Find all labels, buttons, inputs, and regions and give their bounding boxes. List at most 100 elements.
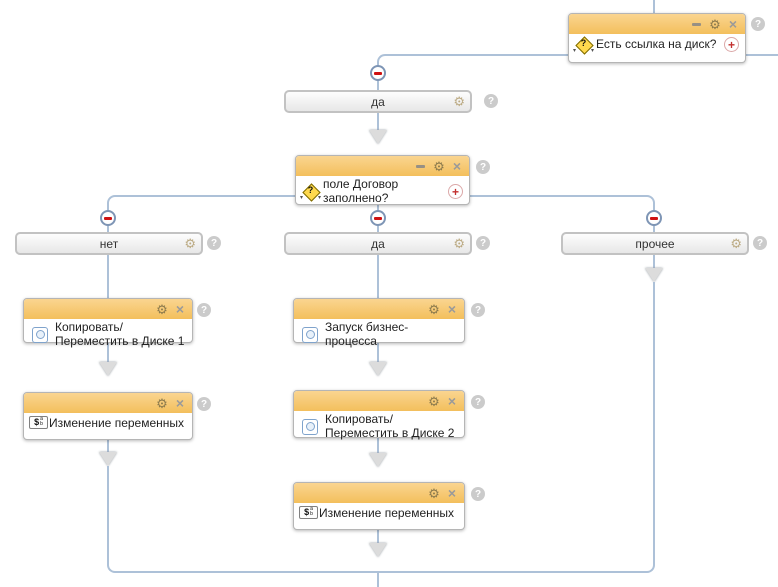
node-title: поле Договор заполнено?: [323, 177, 399, 205]
close-icon[interactable]: ×: [728, 16, 737, 32]
branch-label: да: [371, 236, 385, 251]
activity-node-copy-disk2[interactable]: ⚙ × Копировать/Переместить в Диске 2: [293, 390, 465, 440]
help-icon[interactable]: ?: [476, 236, 490, 250]
collapse-branch-button[interactable]: [100, 210, 116, 226]
branch-yes[interactable]: да ⚙: [284, 232, 472, 255]
branch-no[interactable]: нет ⚙: [15, 232, 203, 255]
minimize-icon[interactable]: [692, 22, 702, 26]
connector-line: [107, 255, 109, 298]
gear-icon[interactable]: ⚙: [428, 393, 440, 409]
node-body: Запуск бизнес-процесса: [294, 319, 464, 351]
condition-node-disk-link[interactable]: ⚙ × ? ▾▾ Есть ссылка на диск? +: [568, 13, 746, 63]
node-body: Копировать/Переместить в Диске 1: [24, 319, 192, 351]
gear-icon[interactable]: ⚙: [156, 301, 168, 317]
collapse-branch-button[interactable]: [646, 210, 662, 226]
add-branch-button[interactable]: +: [724, 37, 739, 52]
add-branch-button[interactable]: +: [448, 184, 463, 200]
branch-other[interactable]: прочее ⚙: [561, 232, 749, 255]
node-header: ⚙ ×: [24, 393, 192, 413]
connector-line: [377, 343, 379, 362]
help-icon[interactable]: ?: [471, 303, 485, 317]
close-icon[interactable]: ×: [447, 301, 456, 317]
close-icon[interactable]: ×: [175, 395, 184, 411]
minimize-icon[interactable]: [416, 164, 426, 168]
node-header: ⚙ ×: [296, 156, 469, 176]
connector-line: [116, 571, 646, 573]
help-icon[interactable]: ?: [207, 236, 221, 250]
gear-icon[interactable]: ⚙: [428, 301, 440, 317]
gear-icon[interactable]: ⚙: [453, 94, 465, 109]
gear-icon[interactable]: ⚙: [428, 485, 440, 501]
connector-line: [377, 573, 379, 587]
node-header: ⚙ ×: [294, 391, 464, 411]
node-header: ⚙ ×: [569, 14, 745, 34]
minus-icon: [650, 216, 658, 220]
gear-icon[interactable]: ⚙: [156, 395, 168, 411]
node-title: Изменение переменных: [319, 506, 455, 520]
help-icon[interactable]: ?: [471, 487, 485, 501]
node-title: Есть ссылка на диск?: [596, 36, 717, 51]
help-icon[interactable]: ?: [476, 160, 490, 174]
flow-arrow: [645, 268, 663, 282]
help-icon[interactable]: ?: [751, 17, 765, 31]
flow-arrow: [369, 543, 387, 557]
connector-line: [107, 440, 109, 452]
connector-line: [107, 343, 109, 362]
flow-arrow: [99, 452, 117, 466]
gear-icon[interactable]: ⚙: [453, 236, 465, 251]
activity-node-start-bp[interactable]: ⚙ × Запуск бизнес-процесса: [293, 298, 465, 348]
connector-line: [377, 438, 379, 453]
close-icon[interactable]: ×: [447, 485, 456, 501]
condition-node-contract[interactable]: ⚙ × ? ▾▾ поле Договор заполнено? +: [295, 155, 470, 205]
activity-node-copy-disk1[interactable]: ⚙ × Копировать/Переместить в Диске 1: [23, 298, 193, 348]
connector-line: [653, 282, 655, 565]
help-icon[interactable]: ?: [753, 236, 767, 250]
gear-icon[interactable]: ⚙: [709, 16, 721, 32]
collapse-branch-button[interactable]: [370, 65, 386, 81]
connector-line: [377, 530, 379, 543]
node-body: Копировать/Переместить в Диске 2: [294, 411, 464, 443]
gear-icon[interactable]: ⚙: [730, 236, 742, 251]
help-icon[interactable]: ?: [197, 397, 211, 411]
node-body: ? ▾▾ поле Договор заполнено? +: [296, 176, 469, 208]
connector-line: [386, 54, 568, 56]
node-header: ⚙ ×: [24, 299, 192, 319]
connector-corner: [645, 563, 655, 573]
branch-yes-top[interactable]: да ⚙: [284, 90, 472, 113]
help-icon[interactable]: ?: [471, 395, 485, 409]
condition-diamond-icon: ? ▾▾: [573, 36, 594, 55]
node-header: ⚙ ×: [294, 483, 464, 503]
branch-label: прочее: [635, 236, 675, 251]
connector-corner: [377, 54, 387, 64]
node-title: Копировать/Переместить в Диске 2: [325, 412, 455, 440]
connector-line: [107, 466, 109, 565]
start-process-icon: [302, 326, 318, 343]
disk-action-icon: [32, 326, 48, 343]
gear-icon[interactable]: ⚙: [184, 236, 196, 251]
disk-action-icon: [302, 418, 318, 435]
connector-line: [116, 195, 295, 197]
gear-icon[interactable]: ⚙: [433, 158, 445, 174]
flow-arrow: [99, 362, 117, 376]
node-header: ⚙ ×: [294, 299, 464, 319]
close-icon[interactable]: ×: [175, 301, 184, 317]
connector-line: [470, 195, 647, 197]
close-icon[interactable]: ×: [447, 393, 456, 409]
flow-arrow: [369, 362, 387, 376]
help-icon[interactable]: ?: [484, 94, 498, 108]
connector-line: [653, 0, 655, 13]
node-title: Копировать/Переместить в Диске 1: [55, 320, 185, 348]
minus-icon: [374, 216, 382, 220]
close-icon[interactable]: ×: [452, 158, 461, 174]
help-icon[interactable]: ?: [197, 303, 211, 317]
connector-corner: [645, 195, 655, 205]
condition-diamond-icon: ? ▾▾: [300, 183, 321, 202]
node-title: Изменение переменных: [49, 416, 185, 430]
branch-label: да: [371, 94, 385, 109]
collapse-branch-button[interactable]: [370, 210, 386, 226]
